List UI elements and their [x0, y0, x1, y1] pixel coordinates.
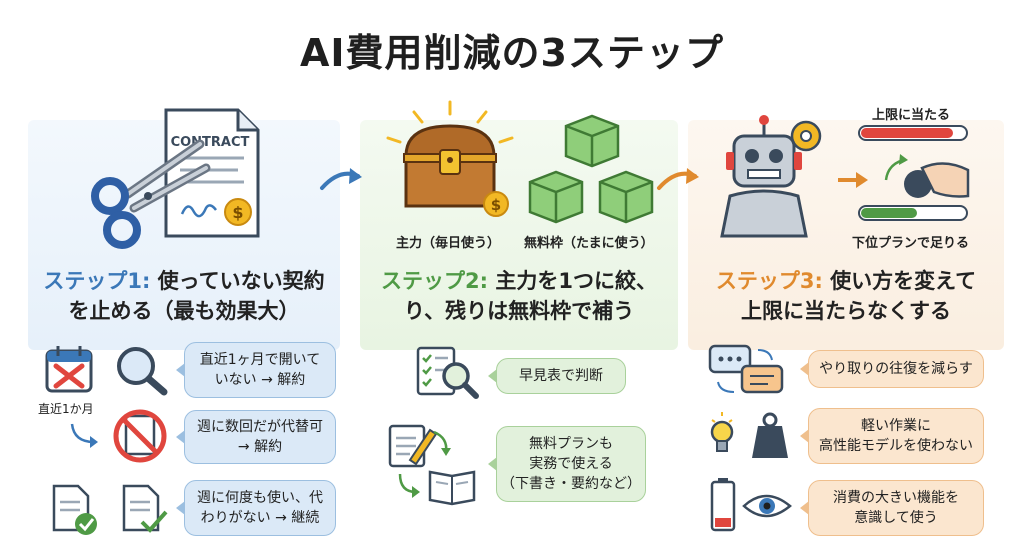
step2-heading-line2: り、残りは無料枠で補う	[403, 299, 635, 323]
eye-icon	[742, 494, 792, 518]
step2-heading: ステップ2: 主力を1つに絞、 り、残りは無料枠で補う	[360, 266, 678, 326]
chest-caption: 主力（毎日使う）	[396, 236, 501, 251]
step3-heading-line2: 上限に当たらなくする	[741, 299, 951, 323]
boxes-caption: 無料枠（たまに使う）	[524, 236, 654, 251]
scissors-icon	[91, 139, 211, 249]
gear-icon	[790, 120, 822, 152]
step3-item-3: 消費の大きい機能を意識して使う	[800, 480, 984, 536]
contract-document-icon: $	[164, 108, 260, 238]
curved-arrow-icon	[70, 423, 98, 448]
bulb-weight-icon	[710, 412, 788, 458]
step1-heading-line1: 使っていない契約	[150, 269, 325, 293]
contract-text: CONTRACT	[171, 135, 250, 150]
treasure-chest-icon: $	[386, 100, 514, 217]
svg-text:$: $	[491, 196, 501, 214]
lightbulb-icon	[710, 412, 734, 452]
robot-gear-icon	[720, 115, 822, 238]
step2-label: ステップ2:	[381, 269, 489, 293]
page-title: AI費用削減の3ステップ	[300, 31, 724, 75]
step2-heading-line1: 主力を1つに絞、	[488, 269, 657, 293]
arrow-step2-to-step3-icon	[657, 168, 699, 190]
gauge-bottom-label: 下位プランで足りる	[852, 236, 970, 251]
arrow-step1-to-step2-icon	[320, 168, 362, 190]
svg-text:$: $	[232, 203, 243, 222]
step2-item-1: 早見表で判断	[488, 358, 626, 394]
step1-item-2: 週に数回だが代替可→ 解約	[176, 410, 336, 464]
step1-heading: ステップ1: 使っていない契約 を止める（最も効果大）	[28, 266, 340, 326]
checklist-magnifier-icon	[416, 346, 479, 399]
chat-exchange-icon	[708, 344, 784, 394]
weight-icon	[752, 412, 788, 458]
step3-item-1: やり取りの往復を減らす	[800, 350, 984, 388]
step3-heading: ステップ3: 使い方を変えて 上限に当たらなくする	[688, 266, 1004, 326]
step1-item-3: 週に何度も使い、代わりがない → 継続	[176, 480, 336, 536]
hand-dial-icon	[884, 154, 970, 198]
step1-label: ステップ1:	[43, 269, 151, 293]
battery-low-icon	[710, 478, 736, 532]
contract-scissors-illustration: $ CONTRACT	[91, 108, 260, 249]
step1-heading-line2: を止める（最も効果大）	[68, 299, 300, 323]
step2-item-2: 無料プランも実務で使える（下書き・要約など）	[488, 426, 646, 502]
gauge-full-icon	[858, 125, 968, 141]
gauge-top-label: 上限に当たる	[872, 108, 951, 123]
calendar-crossed-icon	[45, 346, 93, 393]
battery-eye-icon	[710, 478, 792, 532]
arrow-right-icon	[838, 172, 868, 188]
notebook-pen-book-icon	[388, 424, 476, 506]
step3-heading-line1: 使い方を変えて	[822, 269, 977, 293]
magnifier-icon	[117, 347, 168, 396]
calendar-caption: 直近1か月	[38, 402, 94, 416]
free-boxes-icon	[528, 114, 654, 224]
step3-item-2: 軽い作業に高性能モデルを使わない	[800, 408, 984, 464]
document-prohibited-icon	[113, 409, 167, 463]
gauge-low-icon	[858, 205, 968, 221]
step3-label: ステップ3:	[715, 269, 823, 293]
document-check-circle-icon	[52, 484, 97, 535]
step1-item-1: 直近1ヶ月で開いていない → 解約	[176, 342, 336, 398]
document-checkmark-icon	[122, 484, 168, 533]
